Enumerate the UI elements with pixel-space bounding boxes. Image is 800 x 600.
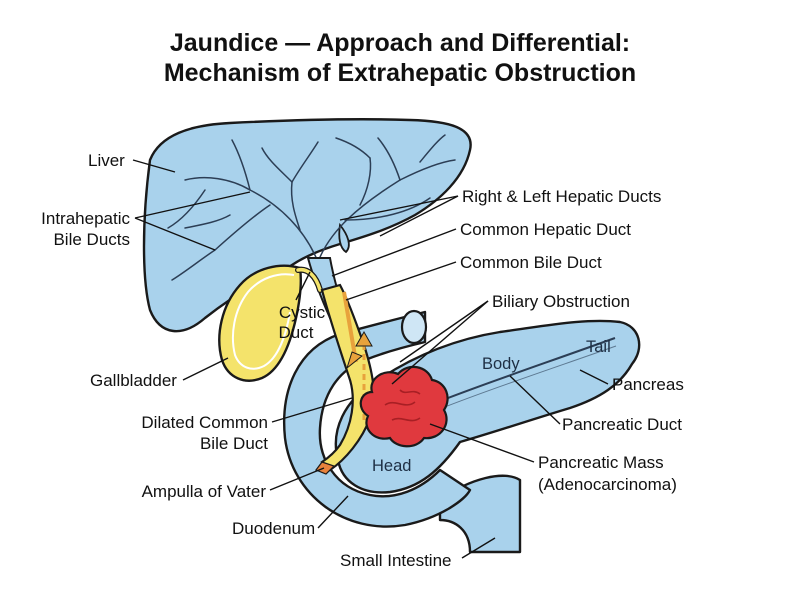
leader-hepatic-a bbox=[339, 195, 459, 221]
leader-common-hepatic bbox=[331, 228, 457, 277]
leader-obstruction-b bbox=[391, 300, 489, 385]
leader-gallbladder bbox=[182, 357, 229, 381]
label-gallbladder: Gallbladder bbox=[90, 371, 177, 390]
leader-duodenum bbox=[317, 495, 349, 529]
leader-small-intestine bbox=[461, 537, 496, 559]
leader-liver bbox=[132, 159, 176, 173]
title-line-2: Mechanism of Extrahepatic Obstruction bbox=[163, 59, 637, 87]
leader-pancreas bbox=[579, 369, 609, 385]
title-line-1: Jaundice — Approach and Differential: bbox=[169, 29, 631, 57]
label-ampulla: Ampulla of Vater bbox=[142, 482, 267, 501]
ampulla-of-vater bbox=[315, 461, 336, 475]
duodenum-opening bbox=[400, 309, 428, 345]
label-intrahepatic-2: Bile Ducts bbox=[53, 230, 130, 249]
label-small-intestine: Small Intestine bbox=[340, 551, 452, 570]
label-biliary-obstruction: Biliary Obstruction bbox=[492, 292, 630, 311]
pancreatic-duct bbox=[429, 337, 616, 406]
leader-cystic bbox=[295, 271, 311, 301]
label-intrahepatic-1: Intrahepatic bbox=[41, 209, 130, 228]
label-dilated-2: Bile Duct bbox=[200, 434, 268, 453]
label-cystic-1: Cystic bbox=[279, 303, 326, 322]
label-pancreatic-mass-1: Pancreatic Mass bbox=[538, 453, 664, 472]
label-hepatic-ducts: Right & Left Hepatic Ducts bbox=[462, 187, 661, 206]
label-pancreatic-duct: Pancreatic Duct bbox=[562, 415, 682, 434]
leader-common-bile bbox=[345, 261, 457, 301]
label-tail: Tail bbox=[586, 338, 611, 356]
leader-ampulla bbox=[269, 467, 325, 491]
bile-flow-arrow-down bbox=[342, 291, 358, 363]
leader-obstruction-a bbox=[399, 300, 489, 363]
liver bbox=[142, 117, 472, 333]
leader-pancreatic-mass bbox=[429, 423, 535, 463]
leader-dilated bbox=[271, 397, 353, 423]
diagram-title: Jaundice — Approach and Differential: Me… bbox=[0, 28, 800, 88]
pancreatic-mass bbox=[359, 365, 449, 448]
pancreas bbox=[334, 319, 641, 494]
leader-intrahepatic-b bbox=[134, 217, 216, 251]
leader-intrahepatic-a bbox=[134, 191, 251, 219]
label-pancreas: Pancreas bbox=[612, 375, 684, 394]
label-cystic-2: Duct bbox=[279, 323, 314, 342]
intrahepatic-ducts bbox=[167, 134, 456, 281]
leader-pancreatic-duct bbox=[509, 375, 561, 425]
duodenum bbox=[283, 310, 472, 528]
label-common-bile-duct: Common Bile Duct bbox=[460, 253, 602, 272]
label-duodenum: Duodenum bbox=[232, 519, 315, 538]
label-pancreatic-mass-2: (Adenocarcinoma) bbox=[538, 475, 677, 494]
label-dilated-1: Dilated Common bbox=[141, 413, 268, 432]
label-head: Head bbox=[372, 457, 411, 475]
label-common-hepatic-duct: Common Hepatic Duct bbox=[460, 220, 631, 239]
leader-hepatic-b bbox=[379, 195, 459, 237]
gallbladder bbox=[218, 264, 302, 382]
label-liver: Liver bbox=[88, 151, 125, 170]
label-body: Body bbox=[482, 355, 520, 373]
